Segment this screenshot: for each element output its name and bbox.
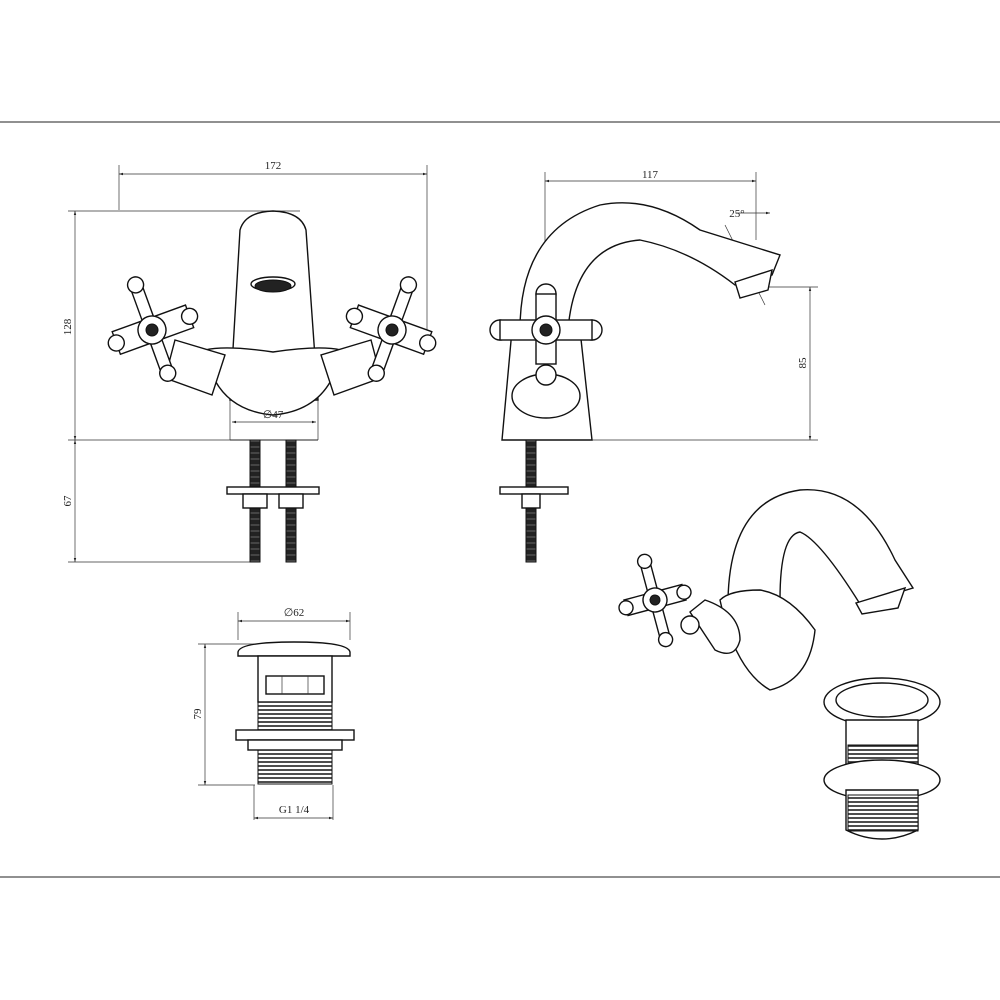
dim-spout-height: 85: [797, 357, 809, 369]
dim-height-tail: 67: [62, 495, 74, 507]
dim-base-dia: ∅47: [263, 409, 284, 421]
front-view: 172 128 67 ∅47: [62, 160, 437, 563]
dim-width-total: 172: [265, 160, 282, 172]
perspective-tap: [618, 489, 915, 691]
dim-waste-thread: G1 1/4: [279, 804, 310, 816]
perspective-waste: [823, 677, 941, 840]
dim-spout-angle: 25°: [729, 208, 744, 220]
waste-view: ∅62 79 G1 1/4: [192, 607, 355, 820]
dim-waste-dia: ∅62: [284, 607, 305, 619]
side-view: 117 25° 85: [489, 169, 818, 563]
dim-height-body: 128: [62, 318, 74, 335]
dim-spout-reach: 117: [642, 169, 659, 181]
dim-waste-height: 79: [192, 708, 204, 720]
